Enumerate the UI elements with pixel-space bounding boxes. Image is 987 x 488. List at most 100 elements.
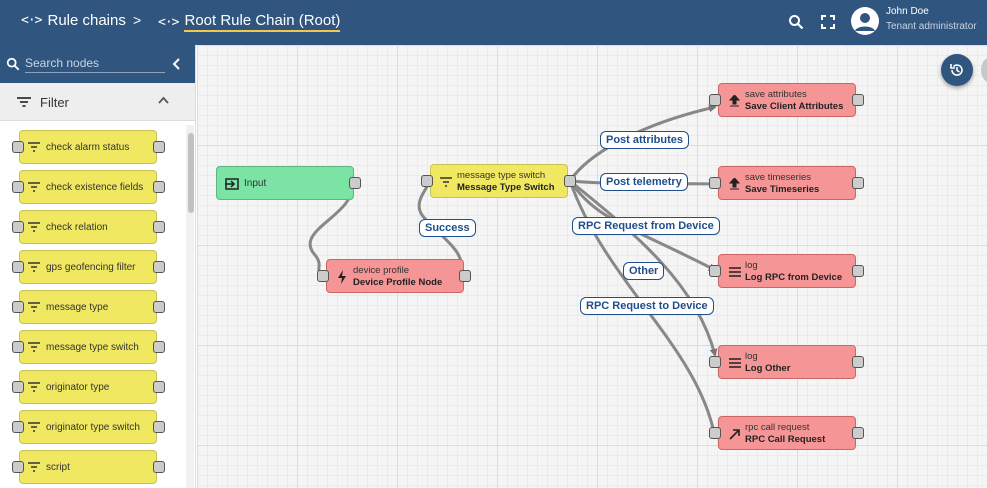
device-profile-node[interactable]: device profile Device Profile Node [326, 259, 464, 293]
node-library-sidebar: Filter check alarm status check existence… [0, 45, 196, 488]
input-port[interactable] [12, 461, 24, 473]
library-node[interactable]: message type switch [19, 330, 157, 364]
output-port[interactable] [564, 175, 576, 187]
output-port[interactable] [153, 301, 165, 313]
upload-icon [729, 178, 740, 190]
library-node[interactable]: check existence fields [19, 170, 157, 204]
node-name-label: RPC Call Request [745, 434, 826, 445]
version-history-button[interactable] [941, 54, 973, 86]
filter-icon [28, 182, 40, 192]
breadcrumb-rule-chains[interactable]: <·> Rule chains [21, 12, 126, 29]
input-node[interactable]: Input [216, 166, 354, 200]
connection-layer [308, 104, 718, 439]
chevron-up-icon[interactable] [158, 96, 169, 104]
library-node[interactable]: originator type switch [19, 410, 157, 444]
node-type-label: device profile [353, 265, 409, 276]
avatar[interactable] [851, 7, 879, 35]
input-port[interactable] [12, 301, 24, 313]
input-port[interactable] [12, 181, 24, 193]
edge-label-post-attributes[interactable]: Post attributes [600, 131, 690, 149]
output-port[interactable] [153, 221, 165, 233]
input-port[interactable] [12, 141, 24, 153]
sidebar-scrollbar[interactable] [186, 125, 194, 488]
input-port[interactable] [12, 421, 24, 433]
page-title: Root Rule Chain (Root) [184, 12, 341, 32]
arrow-up-right-icon [729, 429, 740, 440]
library-node[interactable]: message type [19, 290, 157, 324]
sidebar-scroll-thumb[interactable] [188, 133, 194, 213]
library-node-label: originator type [46, 381, 110, 393]
node-type-label: rpc call request [745, 422, 810, 433]
input-port[interactable] [12, 221, 24, 233]
collapse-sidebar-icon[interactable] [172, 58, 182, 70]
bolt-icon [338, 270, 346, 284]
output-port[interactable] [852, 427, 864, 439]
edge-label-rpc-from-device[interactable]: RPC Request from Device [572, 217, 720, 235]
rule-chain-icon: <·> [21, 13, 43, 28]
output-port[interactable] [153, 341, 165, 353]
edge-label-post-telemetry[interactable]: Post telemetry [600, 173, 688, 191]
filter-icon [28, 262, 40, 272]
library-node-label: message type switch [46, 341, 139, 353]
output-port[interactable] [153, 421, 165, 433]
filter-icon [17, 97, 31, 107]
output-port[interactable] [153, 461, 165, 473]
top-bar: <·> Rule chains > <·> Root Rule Chain (R… [0, 0, 987, 45]
output-port[interactable] [852, 265, 864, 277]
input-port[interactable] [12, 261, 24, 273]
input-node-label: Input [244, 178, 267, 189]
search-icon [6, 57, 20, 71]
edge-label-rpc-to-device[interactable]: RPC Request to Device [580, 297, 714, 315]
message-type-switch-node[interactable]: message type switch Message Type Switch [430, 164, 568, 198]
filter-icon [28, 222, 40, 232]
search-icon[interactable] [786, 12, 806, 32]
log-rpc-node[interactable]: log Log RPC from Device [718, 254, 856, 288]
output-port[interactable] [153, 381, 165, 393]
input-port[interactable] [709, 94, 721, 106]
input-port[interactable] [709, 356, 721, 368]
library-node-label: message type [46, 301, 109, 313]
menu-lines-icon [729, 267, 741, 277]
node-search-bar [0, 45, 195, 83]
input-port[interactable] [709, 177, 721, 189]
save-timeseries-node[interactable]: save timeseries Save Timeseries [718, 166, 856, 200]
search-nodes-input[interactable] [25, 53, 165, 73]
output-port[interactable] [852, 356, 864, 368]
input-port[interactable] [709, 265, 721, 277]
library-node[interactable]: check relation [19, 210, 157, 244]
library-node[interactable]: script [19, 450, 157, 484]
input-port[interactable] [12, 341, 24, 353]
user-name: John Doe [886, 6, 929, 17]
rule-chain-canvas[interactable]: Input message type switch Message Type S… [197, 45, 987, 488]
library-node[interactable]: originator type [19, 370, 157, 404]
upload-icon [729, 95, 740, 107]
edge-label-other[interactable]: Other [623, 262, 665, 280]
library-node[interactable]: gps geofencing filter [19, 250, 157, 284]
rpc-call-request-node[interactable]: rpc call request RPC Call Request [718, 416, 856, 450]
rule-chain-icon: <·> [158, 14, 180, 30]
filter-section-header[interactable]: Filter [0, 83, 195, 121]
output-port[interactable] [349, 177, 361, 189]
partial-fab-button[interactable] [981, 57, 987, 83]
input-port[interactable] [317, 270, 329, 282]
library-node-label: originator type switch [46, 421, 140, 433]
output-port[interactable] [153, 181, 165, 193]
input-port[interactable] [709, 427, 721, 439]
output-port[interactable] [459, 270, 471, 282]
output-port[interactable] [153, 261, 165, 273]
history-icon [950, 64, 963, 76]
library-node[interactable]: check alarm status [19, 130, 157, 164]
node-type-label: save attributes [745, 89, 807, 100]
log-other-node[interactable]: log Log Other [718, 345, 856, 379]
fullscreen-icon[interactable] [818, 12, 838, 32]
input-port[interactable] [12, 381, 24, 393]
input-port[interactable] [421, 175, 433, 187]
input-icon [225, 178, 239, 190]
library-node-label: check alarm status [46, 141, 130, 153]
edge-label-success[interactable]: Success [419, 219, 476, 237]
library-node-label: gps geofencing filter [46, 261, 136, 273]
output-port[interactable] [852, 94, 864, 106]
output-port[interactable] [153, 141, 165, 153]
output-port[interactable] [852, 177, 864, 189]
save-attributes-node[interactable]: save attributes Save Client Attributes [718, 83, 856, 117]
